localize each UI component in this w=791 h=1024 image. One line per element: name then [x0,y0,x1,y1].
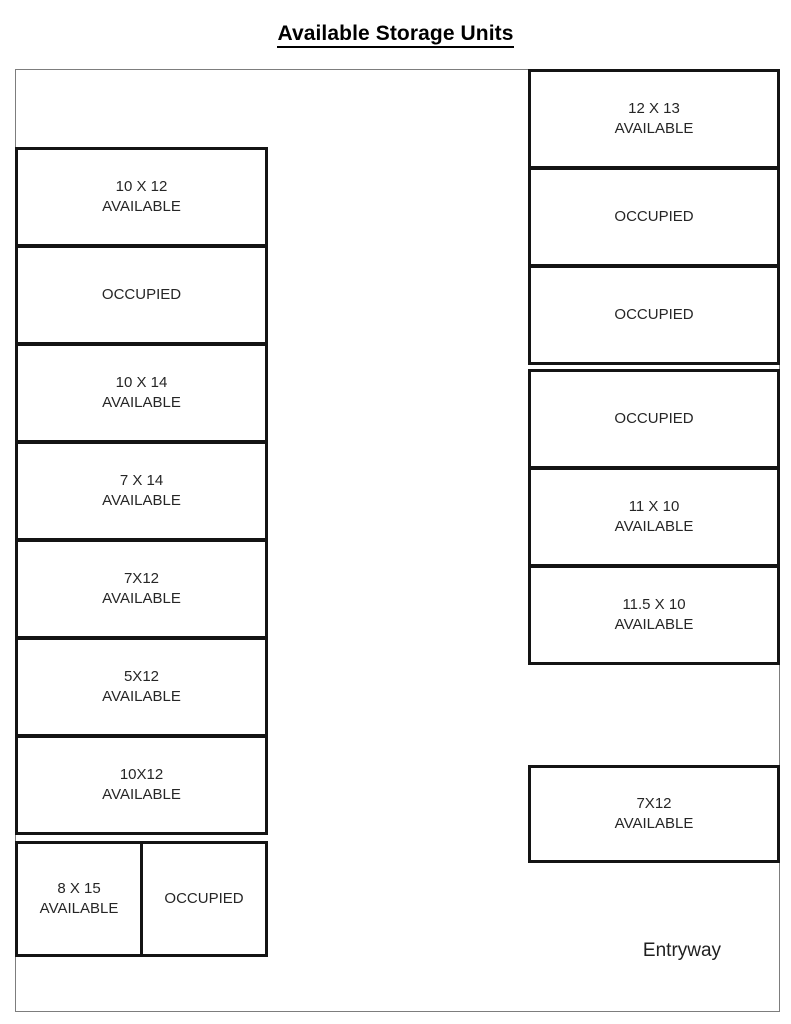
unit-size: 10 X 12 [115,177,168,195]
unit-status: OCCUPIED [614,305,694,323]
unit-status: AVAILABLE [614,518,694,535]
unit-status: AVAILABLE [102,492,181,509]
unit-size: 10X12 [119,765,164,783]
unit-status: AVAILABLE [102,198,181,215]
unit-size: 11.5 X 10 [622,595,686,613]
unit-left-2[interactable]: OCCUPIED [15,245,268,345]
unit-left-3[interactable]: 10 X 14 AVAILABLE [15,343,268,443]
unit-left-8a[interactable]: 8 X 15 AVAILABLE [15,841,143,957]
unit-size: 11 X 10 [628,497,680,515]
unit-status: OCCUPIED [164,889,244,907]
unit-status: AVAILABLE [614,120,694,137]
unit-size: 5X12 [123,667,160,685]
unit-left-5[interactable]: 7X12 AVAILABLE [15,539,268,639]
unit-status: AVAILABLE [102,688,181,705]
unit-size: 7X12 [123,569,160,587]
unit-right-3[interactable]: OCCUPIED [528,265,780,365]
unit-right-7[interactable]: 7X12 AVAILABLE [528,765,780,863]
unit-status: OCCUPIED [614,207,694,225]
unit-size: 7 X 14 [119,471,164,489]
unit-status: AVAILABLE [614,616,694,633]
page-title-text: Available Storage Units [277,22,514,48]
unit-status: AVAILABLE [102,786,181,803]
unit-size: 12 X 13 [628,99,680,117]
unit-right-6[interactable]: 11.5 X 10 AVAILABLE [528,565,780,665]
unit-right-1[interactable]: 12 X 13 AVAILABLE [528,69,780,169]
unit-size: 10 X 14 [115,373,168,391]
unit-left-8b[interactable]: OCCUPIED [140,841,268,957]
unit-right-5[interactable]: 11 X 10 AVAILABLE [528,467,780,567]
unit-left-4[interactable]: 7 X 14 AVAILABLE [15,441,268,541]
unit-status: OCCUPIED [101,285,182,303]
unit-size: 8 X 15 [57,879,101,897]
unit-status: AVAILABLE [102,590,181,607]
unit-status: AVAILABLE [614,815,694,832]
page-title: Available Storage Units [0,22,791,48]
unit-left-7[interactable]: 10X12 AVAILABLE [15,735,268,835]
unit-status: AVAILABLE [39,900,119,917]
unit-right-4[interactable]: OCCUPIED [528,369,780,469]
entryway-label: Entryway [642,940,722,961]
unit-right-2[interactable]: OCCUPIED [528,167,780,267]
unit-status: OCCUPIED [614,409,694,427]
unit-size: 7X12 [636,794,672,812]
unit-left-6[interactable]: 5X12 AVAILABLE [15,637,268,737]
unit-left-1[interactable]: 10 X 12 AVAILABLE [15,147,268,247]
unit-status: AVAILABLE [102,394,181,411]
